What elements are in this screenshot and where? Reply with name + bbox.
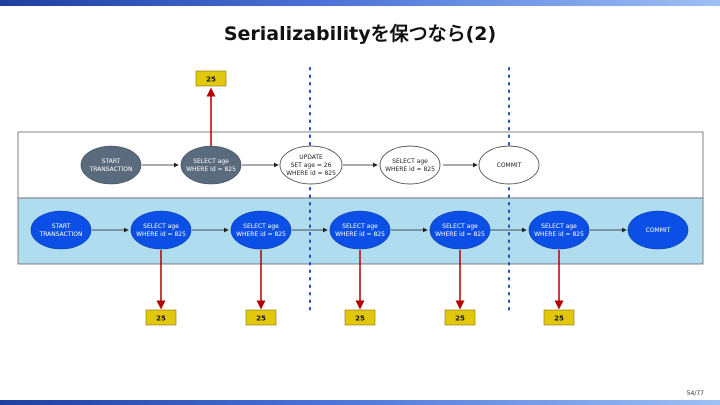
bottom-node-select-age-1: SELECT age WHERE id = 825 <box>130 210 192 250</box>
svg-text:COMMIT: COMMIT <box>497 162 522 169</box>
bottom-result-box-1: 25 <box>145 309 177 326</box>
svg-text:UPDATE: UPDATE <box>299 154 323 161</box>
svg-text:WHERE id = 825: WHERE id = 825 <box>385 166 435 173</box>
bottom-result-box-2: 25 <box>245 309 277 326</box>
svg-text:START: START <box>102 158 121 165</box>
svg-text:WHERE id = 825: WHERE id = 825 <box>435 231 485 238</box>
svg-text:25: 25 <box>455 315 465 323</box>
svg-text:WHERE id = 825: WHERE id = 825 <box>534 231 584 238</box>
svg-text:WHERE id = 825: WHERE id = 825 <box>186 166 236 173</box>
top-node-start-transaction: START TRANSACTION <box>80 145 142 185</box>
result-arrows <box>156 87 564 310</box>
svg-text:SELECT age: SELECT age <box>193 158 229 165</box>
slide-title: Serializabilityを保つなら(2) <box>223 23 497 45</box>
bottom-accent-bar <box>0 400 720 405</box>
svg-text:SET age = 26: SET age = 26 <box>291 162 332 169</box>
bottom-result-box-4: 25 <box>444 309 476 326</box>
bottom-node-select-age-2: SELECT age WHERE id = 825 <box>230 210 292 250</box>
bottom-result-box-3: 25 <box>344 309 376 326</box>
bottom-node-select-age-4: SELECT age WHERE id = 825 <box>429 210 491 250</box>
svg-text:25: 25 <box>256 315 266 323</box>
svg-text:SELECT age: SELECT age <box>392 158 428 165</box>
svg-text:25: 25 <box>554 315 564 323</box>
svg-text:SELECT age: SELECT age <box>143 223 179 230</box>
bottom-node-commit: COMMIT <box>627 210 689 250</box>
page-number: 54/77 <box>686 390 704 397</box>
svg-text:25: 25 <box>206 76 216 84</box>
svg-text:25: 25 <box>156 315 166 323</box>
top-accent-bar <box>0 0 720 6</box>
top-node-select-age: SELECT age WHERE id = 825 <box>180 145 242 185</box>
bottom-node-select-age-3: SELECT age WHERE id = 825 <box>329 210 391 250</box>
svg-text:TRANSACTION: TRANSACTION <box>89 166 133 173</box>
bottom-node-select-age-5: SELECT age WHERE id = 825 <box>528 210 590 250</box>
svg-text:25: 25 <box>355 315 365 323</box>
top-node-commit: COMMIT <box>478 145 540 185</box>
top-result-box: 25 <box>195 70 227 87</box>
svg-text:WHERE id = 825: WHERE id = 825 <box>335 231 385 238</box>
svg-text:WHERE id = 825: WHERE id = 825 <box>286 170 336 177</box>
svg-text:WHERE id = 825: WHERE id = 825 <box>236 231 286 238</box>
bottom-node-start-transaction: START TRANSACTION <box>30 210 92 250</box>
svg-text:SELECT age: SELECT age <box>442 223 478 230</box>
svg-text:SELECT age: SELECT age <box>243 223 279 230</box>
svg-text:WHERE id = 825: WHERE id = 825 <box>136 231 186 238</box>
svg-text:START: START <box>52 223 71 230</box>
top-node-update: UPDATE SET age = 26 WHERE id = 825 <box>279 145 343 185</box>
svg-text:TRANSACTION: TRANSACTION <box>39 231 83 238</box>
bottom-result-box-5: 25 <box>543 309 575 326</box>
top-node-select-age-2: SELECT age WHERE id = 825 <box>379 145 441 185</box>
svg-text:SELECT age: SELECT age <box>541 223 577 230</box>
svg-text:SELECT age: SELECT age <box>342 223 378 230</box>
svg-text:COMMIT: COMMIT <box>646 227 671 234</box>
